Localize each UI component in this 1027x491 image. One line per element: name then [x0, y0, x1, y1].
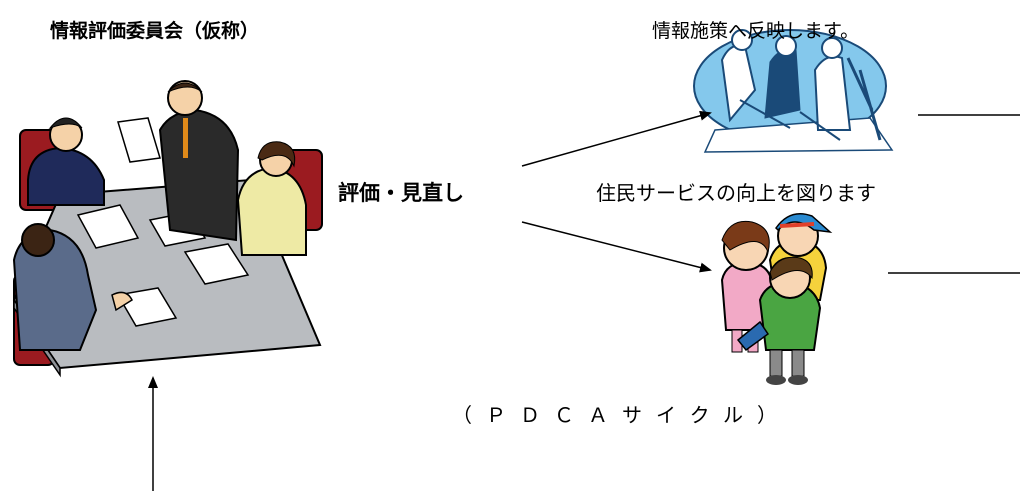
- meeting-clipart-icon: [8, 68, 324, 378]
- evaluation-label: 評価・見直し: [338, 181, 464, 205]
- arrow-to-reflection: [521, 110, 712, 167]
- reflection-text: 情報施策へ反映します。: [652, 20, 860, 42]
- service-text: 住民サービスの向上を図ります: [596, 181, 876, 205]
- children-clipart-icon: [720, 213, 833, 385]
- arrow-to-service: [521, 221, 712, 273]
- planning-team-clipart-icon: [693, 29, 894, 153]
- pdca-cycle-label: （ＰＤＣＡサイクル）: [452, 403, 791, 427]
- committee-title: 情報評価委員会（仮称）: [50, 20, 260, 42]
